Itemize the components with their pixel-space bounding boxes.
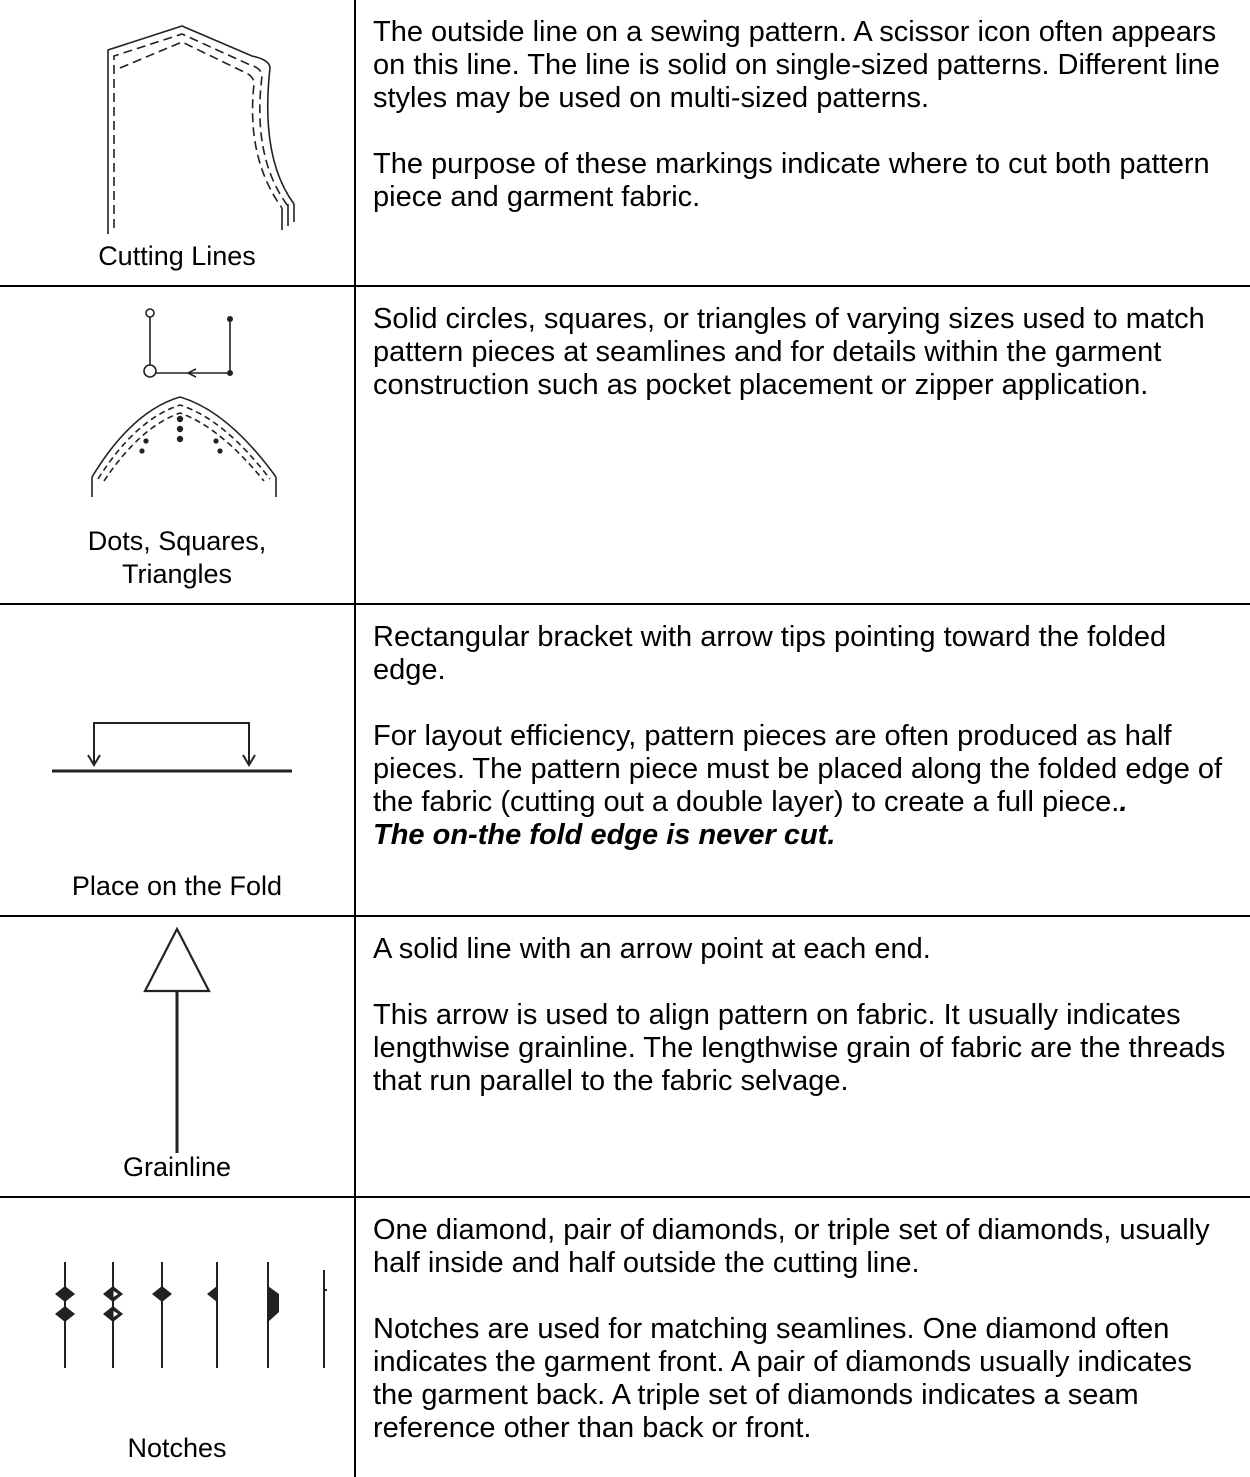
- grainline-arrow-icon: [143, 926, 211, 1153]
- emphasis-note: The on-the fold edge is never cut.: [373, 819, 836, 851]
- description-paragraph: For layout efficiency, pattern pieces ar…: [373, 720, 1236, 819]
- description-text: .: [1119, 786, 1128, 818]
- description-paragraph: This arrow is used to align pattern on f…: [373, 999, 1226, 1097]
- description-paragraph: Notches are used for matching seamlines.…: [373, 1313, 1192, 1444]
- symbol-cell: Notches: [0, 1196, 356, 1477]
- description-paragraph: Solid circles, squares, or triangles of …: [373, 303, 1205, 401]
- bodice-cutting-line-icon: [107, 25, 295, 234]
- symbol-label: Place on the Fold: [71, 871, 283, 901]
- table-row: Notches One diamond, pair of diamonds, o…: [0, 1196, 1250, 1477]
- description-cell: One diamond, pair of diamonds, or triple…: [354, 1196, 1250, 1477]
- symbol-cell: Place on the Fold: [0, 603, 356, 917]
- symbol-cell: Grainline: [0, 915, 356, 1198]
- description-cell: Rectangular bracket with arrow tips poin…: [354, 603, 1250, 917]
- description-cell: Solid circles, squares, or triangles of …: [354, 285, 1250, 605]
- description-paragraph: A solid line with an arrow point at each…: [373, 933, 931, 965]
- notches-diamonds-icon: [55, 1262, 327, 1368]
- symbol-label-line: Dots, Squares,: [87, 526, 267, 556]
- symbol-label: Dots, Squares, Triangles: [0, 525, 354, 591]
- description-paragraph: The purpose of these markings indicate w…: [373, 148, 1210, 213]
- symbol-cell: Cutting Lines: [0, 0, 356, 287]
- description-paragraph: Rectangular bracket with arrow tips poin…: [373, 621, 1167, 686]
- table-row: Cutting Lines The outside line on a sewi…: [0, 0, 1250, 287]
- description-paragraph: One diamond, pair of diamonds, or triple…: [373, 1214, 1210, 1279]
- dots-markings-icon: [91, 308, 277, 497]
- description-cell: The outside line on a sewing pattern. A …: [354, 0, 1250, 287]
- fold-bracket-icon: [52, 722, 292, 773]
- table-row: Place on the Fold Rectangular bracket wi…: [0, 603, 1250, 917]
- symbol-label: Grainline: [122, 1152, 232, 1182]
- symbol-label: Cutting Lines: [98, 241, 256, 271]
- table-row: Dots, Squares, Triangles Solid circles, …: [0, 285, 1250, 605]
- table-row: Grainline A solid line with an arrow poi…: [0, 915, 1250, 1198]
- description-cell: A solid line with an arrow point at each…: [354, 915, 1250, 1198]
- symbol-cell: Dots, Squares, Triangles: [0, 285, 356, 605]
- description-paragraph: The outside line on a sewing pattern. A …: [373, 16, 1220, 114]
- symbol-label-line: Triangles: [121, 559, 233, 589]
- symbol-label: Notches: [127, 1433, 227, 1463]
- description-text: For layout efficiency, pattern pieces ar…: [373, 720, 1223, 818]
